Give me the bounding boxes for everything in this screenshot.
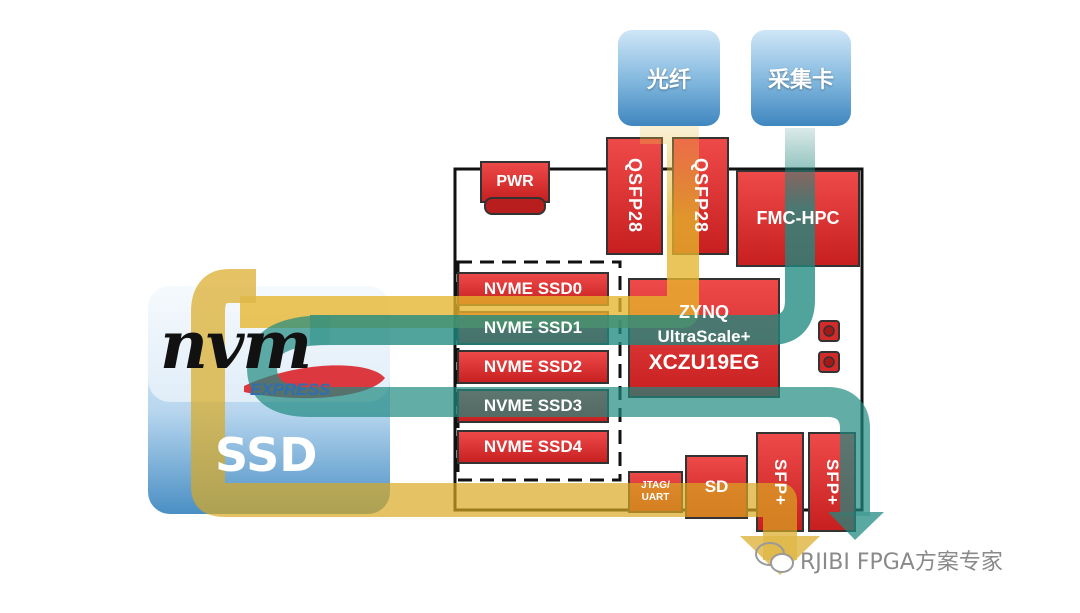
fiber-source-tag: 光纤 <box>618 30 720 126</box>
capture-data-flow-arrow <box>247 128 884 540</box>
zynq-label: ZYNQ UltraScale+ XCZU19EG <box>629 286 779 390</box>
wechat-icon <box>755 542 794 573</box>
sfp-right-label: SFP+ <box>823 458 842 506</box>
ssd3-label: NVME SSD3 <box>483 396 583 415</box>
ssd4-label: NVME SSD4 <box>483 437 583 456</box>
nvm-logo-text: nvm <box>160 306 312 384</box>
pwr-label: PWR <box>496 173 534 190</box>
ssd2-slot <box>457 350 609 384</box>
sfp-left-label: SFP+ <box>771 458 790 506</box>
status-led-bottom <box>818 351 840 373</box>
pwr-block <box>480 161 550 215</box>
jtag-line1: JTAG/ <box>641 480 670 491</box>
qsfp28-right-label: QSFP28 <box>691 158 711 234</box>
ssd0-label: NVME SSD0 <box>483 279 583 298</box>
ssd4-slot <box>457 430 609 464</box>
status-led-top <box>818 320 840 342</box>
ssd-logo-text: SSD <box>215 428 318 482</box>
qsfp28-left-label: QSFP28 <box>625 158 645 234</box>
ssd1-label: NVME SSD1 <box>483 318 583 337</box>
zynq-line1: ZYNQ <box>678 301 729 322</box>
ssd2-label: NVME SSD2 <box>483 357 583 376</box>
jtag-line2: UART <box>641 492 670 503</box>
qsfp28-left-block <box>606 137 663 255</box>
zynq-line3: XCZU19EG <box>648 350 760 374</box>
express-logo-text: EXPRESS <box>250 380 331 399</box>
jtag-uart-label: JTAG/ UART <box>629 472 682 512</box>
capture-card-source-tag: 采集卡 <box>751 30 851 126</box>
sd-label: SD <box>704 477 729 496</box>
fmc-hpc-label: FMC-HPC <box>756 208 840 228</box>
watermark-text: RJIBI FPGA方案专家 <box>800 550 1003 575</box>
zynq-line2: UltraScale+ <box>657 326 751 346</box>
